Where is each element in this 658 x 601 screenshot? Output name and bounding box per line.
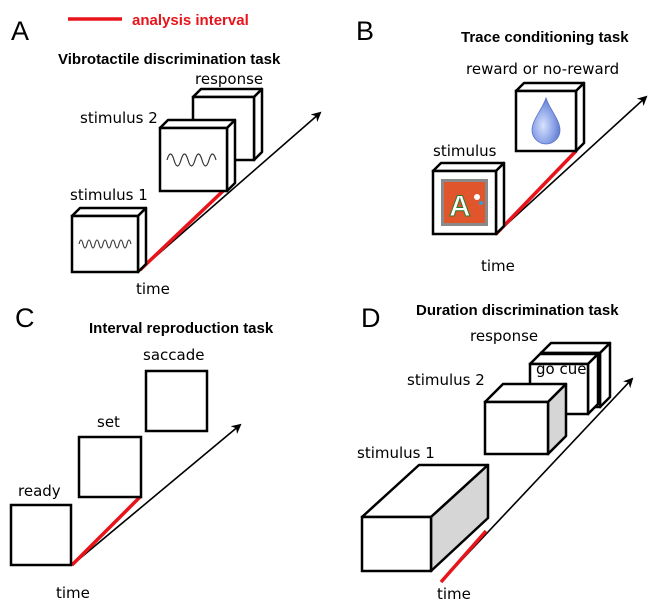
panel-d-gocue-label: go cue (536, 360, 586, 378)
panel-d-response-label: response (470, 327, 538, 345)
panel-c-time-label: time (56, 584, 90, 601)
panel-a-stimulus2-box (158, 118, 237, 193)
legend-label: analysis interval (132, 12, 249, 29)
panel-b-reward-label: reward or no-reward (466, 60, 619, 78)
panel-c-saccade-label: saccade (143, 346, 204, 364)
panel-a-title: Vibrotactile discrimination task (58, 51, 281, 68)
panel-b-stimulus-box: A (431, 161, 506, 236)
panel-d-title: Duration discrimination task (416, 302, 619, 319)
panel-a-stimulus1-box (70, 206, 148, 274)
panel-a-time-label: time (136, 280, 170, 298)
panel-a-analysis-interval (138, 189, 225, 272)
panel-a-letter: A (11, 16, 29, 46)
panel-c-set-box (77, 435, 143, 499)
panel-b-reward-box (514, 81, 586, 153)
panel-b-analysis-interval (494, 149, 578, 236)
svg-text:A: A (449, 190, 471, 223)
panel-a-stimulus2-label: stimulus 2 (80, 109, 158, 127)
panel-c-saccade-box (144, 369, 209, 433)
panel-b-title: Trace conditioning task (461, 29, 629, 46)
sine-wave-icon (166, 153, 217, 167)
panel-b: B Trace conditioning task reward or no-r… (356, 16, 648, 275)
panel-c-letter: C (15, 303, 35, 333)
legend: analysis interval (68, 12, 249, 29)
panel-d-stimulus1-label: stimulus 1 (357, 444, 435, 462)
panel-c-time-axis (71, 423, 242, 566)
panel-d-stimulus2-box (483, 382, 568, 456)
panel-b-time-axis (495, 95, 648, 235)
panel-c-title: Interval reproduction task (89, 320, 274, 337)
panel-b-letter: B (356, 16, 374, 46)
panel-d-time-label: time (437, 585, 471, 601)
panel-b-stimulus-label: stimulus (433, 142, 497, 160)
panel-c-ready-label: ready (18, 482, 61, 500)
panel-b-time-label: time (481, 257, 515, 275)
letter-image-icon: A (441, 179, 488, 226)
panel-d: D Duration discrimination task response … (357, 302, 634, 601)
panel-d-letter: D (361, 303, 381, 333)
water-drop-icon (531, 96, 561, 145)
panel-c-analysis-interval (70, 494, 143, 567)
panel-c: C Interval reproduction task saccade set… (9, 303, 274, 601)
panel-c-ready-box (9, 503, 73, 567)
panel-a-stimulus1-label: stimulus 1 (70, 186, 148, 204)
panel-d-stimulus1-box (360, 463, 490, 573)
panel-d-stimulus2-label: stimulus 2 (407, 371, 485, 389)
panel-c-set-label: set (97, 413, 120, 431)
panel-a: A Vibrotactile discrimination task respo… (11, 16, 322, 298)
panel-a-response-label: response (195, 70, 263, 88)
panel-d-analysis-interval (439, 529, 488, 584)
sine-wave-icon (78, 239, 132, 249)
